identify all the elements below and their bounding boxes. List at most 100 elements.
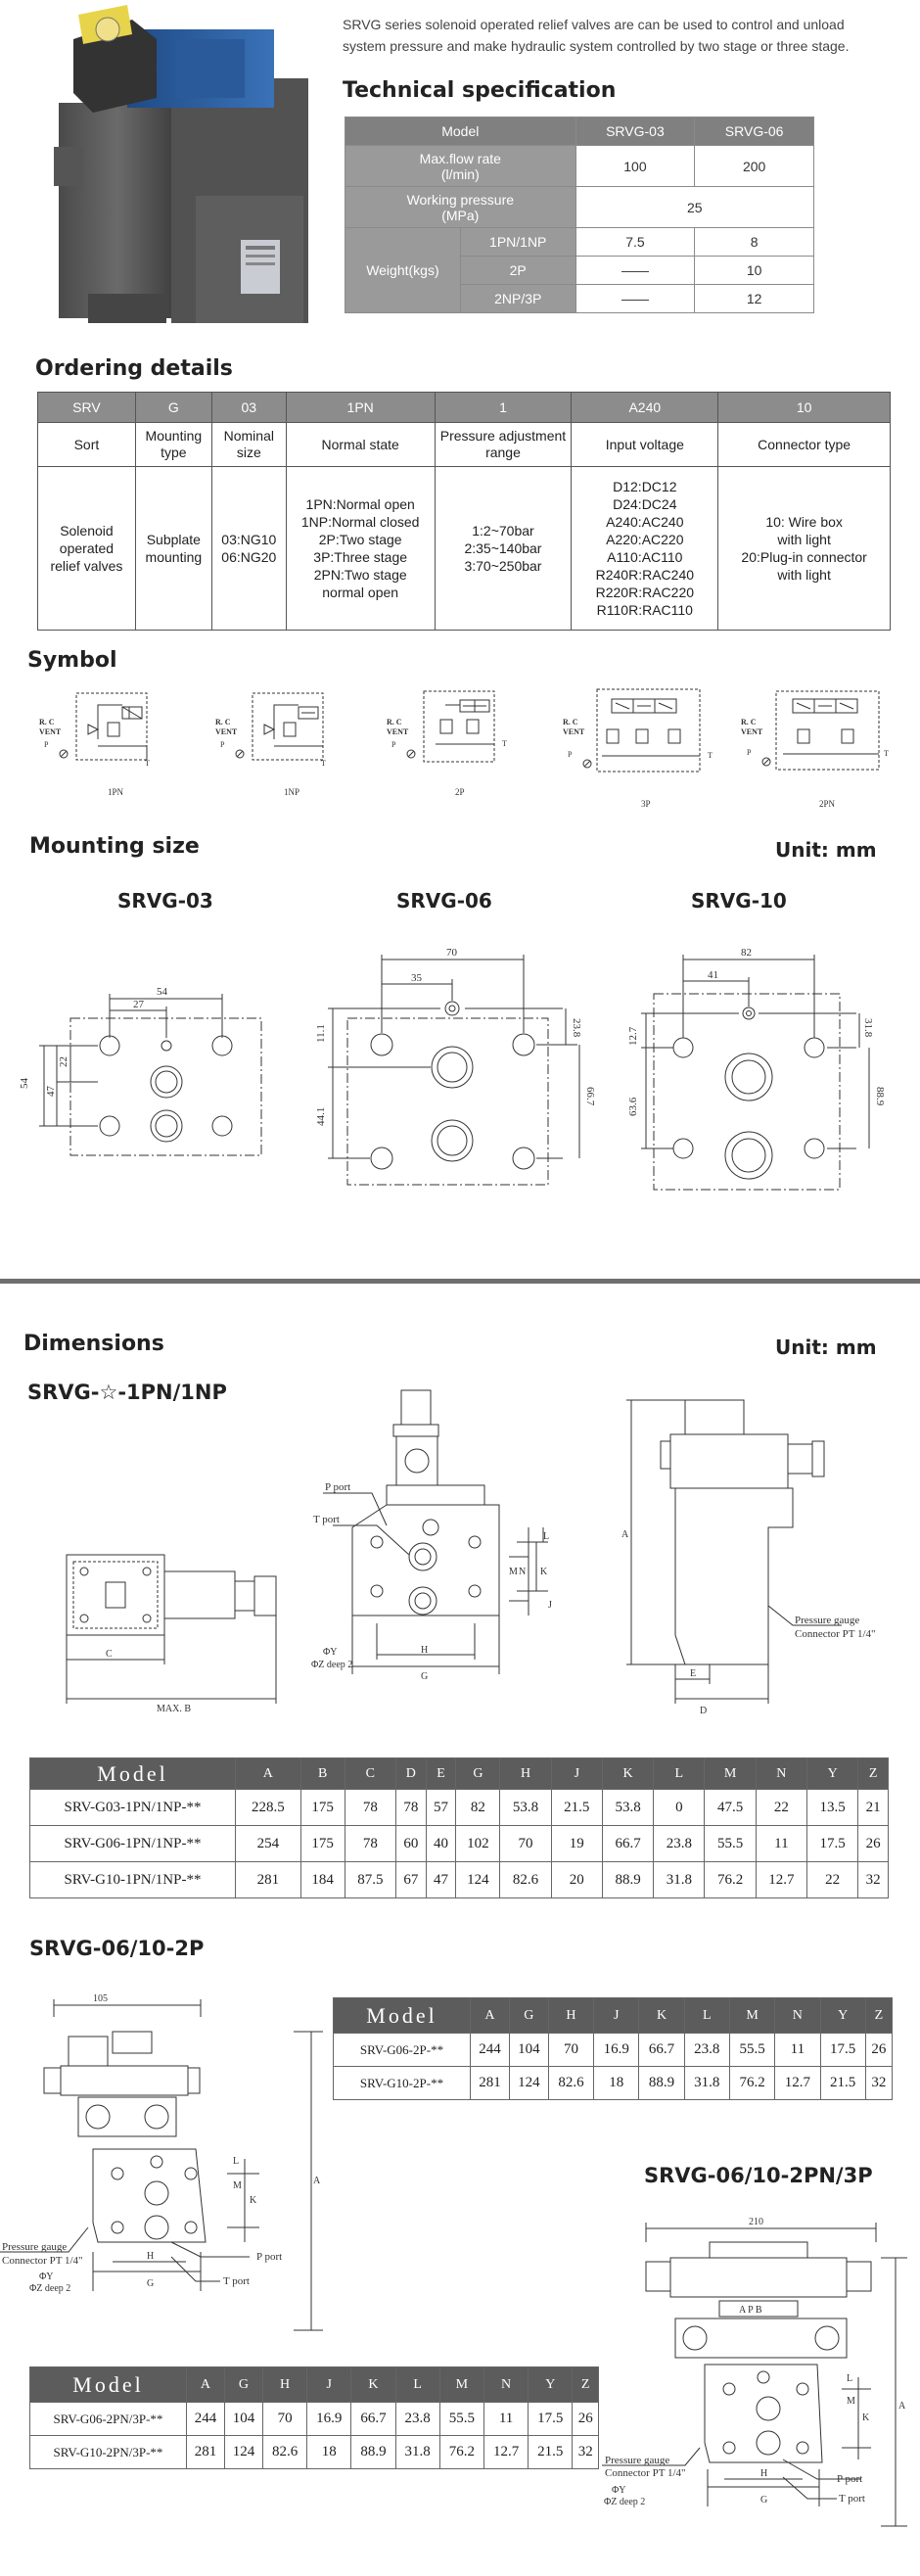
svg-text:T port: T port	[223, 2275, 250, 2287]
intro-line-2: system pressure and make hydraulic syste…	[343, 38, 850, 54]
spec-weight-03: ——	[575, 284, 696, 313]
dimensions-table-1pn: Model A B C D E G H J K L M N Y Z SRV-G0…	[29, 1757, 889, 1898]
svg-text:66.7: 66.7	[584, 1087, 596, 1106]
spec-flow-06: 200	[694, 145, 814, 187]
svg-text:A: A	[313, 2176, 321, 2186]
svg-text:Connector PT 1/4": Connector PT 1/4"	[2, 2255, 83, 2267]
svg-text:R. C: R. C	[387, 718, 402, 726]
svg-text:T port: T port	[313, 1514, 340, 1525]
spec-model-label: Model	[345, 117, 576, 146]
svg-text:P: P	[747, 748, 752, 757]
svg-text:82: 82	[741, 947, 752, 959]
col-header: A	[235, 1757, 301, 1790]
spec-weight-type: 1PN/1NP	[459, 227, 576, 257]
tech-spec-title: Technical specification	[343, 78, 617, 103]
symbol-2pn: R. C VENT P T 2PN	[741, 690, 889, 809]
order-code: 1PN	[285, 392, 436, 423]
svg-text:ΦZ deep 2: ΦZ deep 2	[311, 1660, 352, 1670]
col-header: K	[601, 1757, 655, 1790]
svg-text:T: T	[145, 759, 150, 768]
svg-text:54: 54	[157, 986, 168, 998]
svg-text:ΦZ deep 2: ΦZ deep 2	[604, 2497, 645, 2507]
drawing-title-06: SRVG-06	[396, 889, 492, 913]
svg-text:27: 27	[133, 999, 145, 1010]
mount-plate-10: 82 41 12.7 63.6 31.8 88.9	[627, 947, 886, 1191]
svg-text:1NP: 1NP	[284, 787, 299, 797]
svg-text:ΦY: ΦY	[39, 2272, 54, 2282]
svg-text:12.7: 12.7	[627, 1026, 639, 1046]
col-header: L	[653, 1757, 706, 1790]
svg-text:H: H	[421, 1645, 428, 1656]
order-header: Input voltage	[571, 422, 719, 467]
col-header: K	[638, 1997, 685, 2034]
spec-weight-06: 12	[694, 284, 814, 313]
col-header: Y	[805, 1757, 859, 1790]
svg-text:M: M	[233, 2180, 242, 2191]
svg-text:54: 54	[19, 1078, 30, 1090]
col-header: Model	[29, 2366, 187, 2403]
front-view-1pn: P port T port ΦY ΦZ deep 2 H G M K L N J	[311, 1389, 552, 1682]
svg-text:31.8: 31.8	[862, 1018, 874, 1038]
svg-text:R. C: R. C	[741, 718, 757, 726]
spec-flow-label: Max.flow rate(l/min)	[345, 145, 576, 187]
side-view-1pn: C MAX. B	[66, 1554, 277, 1714]
spec-weight-06: 8	[694, 227, 814, 257]
svg-text:ΦY: ΦY	[612, 2485, 626, 2496]
right-view-1pn: A E D Pressure gauge Connector PT 1/4"	[621, 1399, 876, 1716]
order-header: Connector type	[717, 422, 891, 467]
svg-text:K: K	[250, 2195, 257, 2206]
order-header: Mounting type	[134, 422, 212, 467]
svg-text:41: 41	[708, 969, 718, 981]
spec-weight-03: ——	[575, 256, 696, 285]
svg-text:VENT: VENT	[39, 727, 62, 736]
order-code: A240	[571, 392, 719, 423]
order-code: 1	[434, 392, 573, 423]
col-header: G	[223, 2366, 263, 2403]
spec-pressure-value: 25	[575, 186, 815, 228]
symbol-2p: R. C VENT P T 2P	[387, 690, 507, 797]
svg-text:R. C: R. C	[563, 718, 578, 726]
col-header: Z	[572, 2366, 599, 2403]
spec-weight-type: 2NP/3P	[459, 284, 576, 313]
svg-text:N: N	[519, 1567, 526, 1577]
symbol-3p: R. C VENT P T 3P	[563, 688, 713, 809]
svg-text:88.9: 88.9	[874, 1087, 886, 1106]
col-header: Y	[528, 2366, 574, 2403]
svg-text:H: H	[760, 2468, 767, 2479]
svg-text:R. C: R. C	[215, 718, 231, 726]
symbol-title: Symbol	[27, 648, 117, 673]
order-code: 10	[717, 392, 891, 423]
svg-text:MAX. B: MAX. B	[157, 1704, 191, 1714]
spec-pressure-label: Working pressure(MPa)	[345, 186, 576, 228]
col-header: H	[261, 2366, 308, 2403]
svg-text:ΦZ deep 2: ΦZ deep 2	[29, 2283, 70, 2294]
dimensions-sub-2p: SRVG-06/10-2P	[29, 1937, 205, 1960]
svg-text:VENT: VENT	[215, 727, 238, 736]
tech-spec-table: Model SRVG-03 SRVG-06 Max.flow rate(l/mi…	[345, 117, 815, 313]
svg-text:105: 105	[93, 1993, 108, 2004]
svg-text:E: E	[690, 1668, 696, 1679]
order-header: Normal state	[285, 422, 436, 467]
spec-model-06: SRVG-06	[694, 117, 814, 146]
svg-text:R. C: R. C	[39, 718, 55, 726]
intro-text: SRVG series solenoid operated relief val…	[343, 14, 910, 57]
svg-text:1PN: 1PN	[108, 787, 124, 797]
svg-text:3P: 3P	[641, 799, 651, 809]
dimensions-sub-1pn: SRVG-☆-1PN/1NP	[27, 1381, 227, 1404]
svg-text:K: K	[540, 1567, 548, 1577]
svg-text:ΦY: ΦY	[323, 1647, 338, 1658]
symbol-1pn: R. C VENT P T 1PN	[39, 692, 150, 797]
svg-text:T: T	[884, 749, 889, 758]
svg-text:P: P	[568, 750, 573, 759]
svg-text:Pressure gauge: Pressure gauge	[795, 1615, 859, 1626]
svg-text:P: P	[44, 740, 49, 749]
col-header: H	[547, 1997, 595, 2034]
